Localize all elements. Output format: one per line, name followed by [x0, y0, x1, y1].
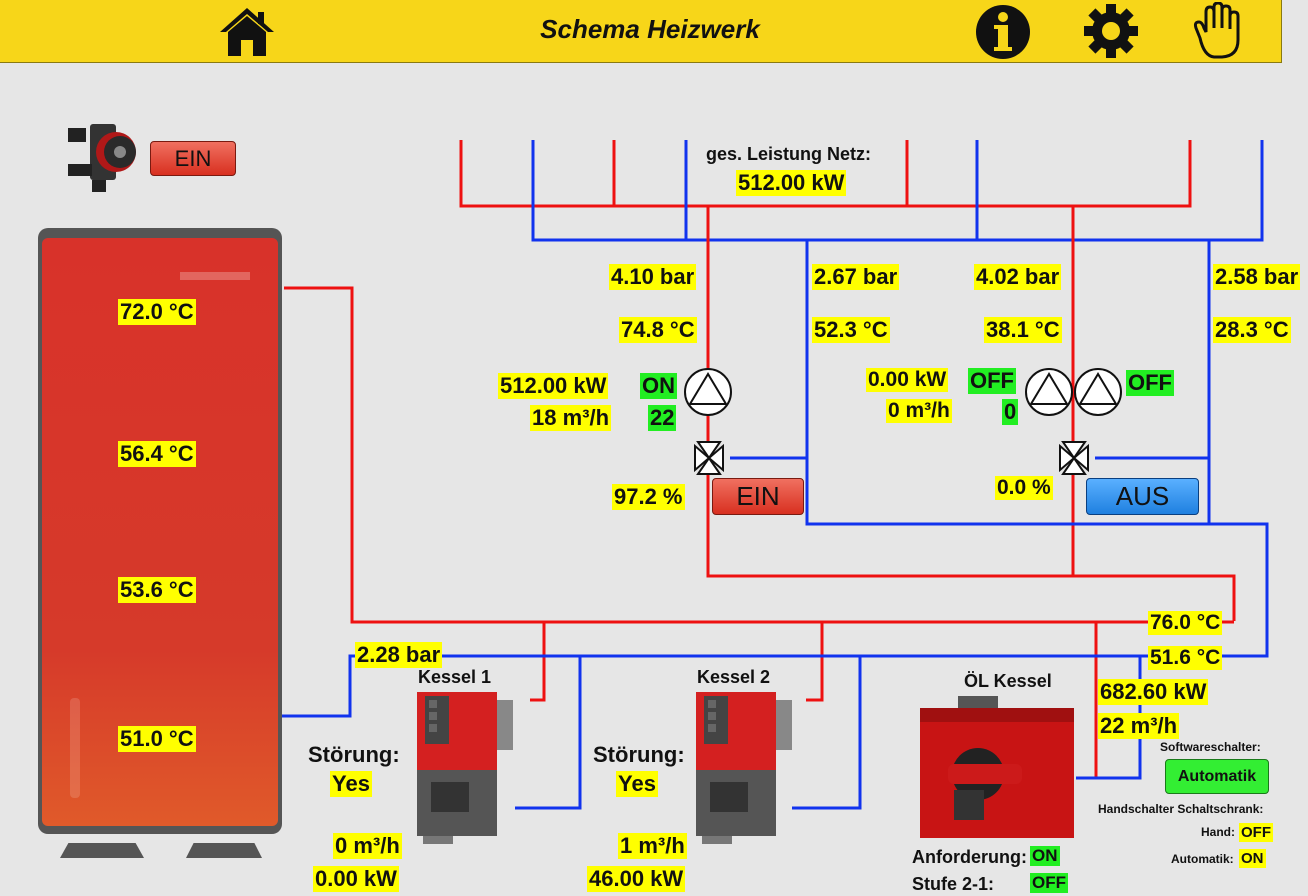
circuit1-power: 512.00 kW [498, 373, 609, 399]
hand-icon[interactable] [1186, 2, 1248, 60]
circuit2-flow: 0 m³/h [886, 399, 952, 423]
circuit1-supply-temp: 74.8 °C [619, 317, 697, 343]
circuit2-supply-pressure: 4.02 bar [974, 264, 1062, 290]
kessel2-flow: 1 m³/h [618, 833, 687, 859]
circuit2-power: 0.00 kW [866, 368, 949, 392]
tank-foot [60, 843, 144, 858]
kessel1-flow: 0 m³/h [333, 833, 402, 859]
tank-temp-top: 72.0 °C [118, 299, 196, 325]
circuit1-mode-button[interactable]: EIN [712, 478, 804, 515]
auto-label: Automatik: [1171, 852, 1234, 866]
oil-boiler-title: ÖL Kessel [964, 671, 1052, 691]
kessel2-fault-label: Störung: [593, 742, 685, 767]
circuit2-return-temp: 28.3 °C [1213, 317, 1291, 343]
tank-pump-button[interactable]: EIN [150, 141, 236, 176]
oil-boiler-image [918, 694, 1076, 840]
main-return-pressure: 2.28 bar [355, 642, 443, 668]
circuit2-pump1-state: OFF [968, 368, 1016, 394]
main-flow: 22 m³/h [1098, 713, 1180, 739]
circuit1-valve-position: 97.2 % [612, 484, 685, 510]
kessel2-title: Kessel 2 [697, 667, 771, 687]
page-title: Schema Heizwerk [540, 14, 760, 44]
main-return-temp: 51.6 °C [1148, 646, 1223, 670]
tank-temp-lower: 53.6 °C [118, 577, 196, 603]
circuit2-pump2-state: OFF [1126, 370, 1174, 396]
main-power: 682.60 kW [1098, 679, 1209, 705]
circuit1-pump-state: ON [640, 373, 677, 399]
tank-temp-upper: 56.4 °C [118, 441, 196, 467]
circulation-pump-icon [64, 120, 148, 194]
kessel1-fault-value: Yes [330, 771, 372, 797]
circuit2-supply-temp: 38.1 °C [984, 317, 1062, 343]
circuit2-return-pressure: 2.58 bar [1213, 264, 1301, 290]
oil-stage-value: OFF [1030, 873, 1068, 893]
oil-stage-label: Stufe 2-1: [912, 874, 995, 894]
hand-label: Hand: [1201, 825, 1235, 839]
kessel2-boiler-image [694, 690, 794, 844]
main-supply-temp: 76.0 °C [1148, 611, 1223, 635]
auto-value: ON [1239, 849, 1266, 868]
software-switch-button[interactable]: Automatik [1165, 759, 1269, 794]
circuit1-return-pressure: 2.67 bar [812, 264, 900, 290]
kessel1-power: 0.00 kW [313, 866, 399, 892]
kessel2-power: 46.00 kW [587, 866, 686, 892]
cabinet-switch-label: Handschalter Schaltschrank: [1098, 802, 1264, 816]
network-power-value: 512.00 kW [736, 170, 847, 196]
kessel1-fault-label: Störung: [308, 742, 400, 767]
circuit1-flow: 18 m³/h [530, 405, 612, 431]
tank-temp-bottom: 51.0 °C [118, 726, 196, 752]
home-icon[interactable] [218, 6, 276, 58]
gear-icon[interactable] [1082, 4, 1140, 58]
oil-request-value: ON [1030, 846, 1060, 866]
hand-value: OFF [1239, 823, 1273, 842]
circuit2-valve-position: 0.0 % [995, 476, 1053, 500]
kessel1-title: Kessel 1 [418, 667, 492, 687]
circuit1-supply-pressure: 4.10 bar [609, 264, 697, 290]
kessel2-fault-value: Yes [616, 771, 658, 797]
header-bar: Schema Heizwerk [0, 0, 1282, 63]
info-icon[interactable] [974, 4, 1032, 60]
tank-foot [186, 843, 262, 858]
circuit1-pump-speed: 22 [648, 405, 677, 431]
kessel1-boiler-image [415, 690, 515, 844]
network-power-label: ges. Leistung Netz: [706, 144, 872, 164]
circuit2-pump-speed: 0 [1002, 399, 1019, 425]
circuit2-mode-button[interactable]: AUS [1086, 478, 1199, 515]
circuit1-return-temp: 52.3 °C [812, 317, 890, 343]
oil-request-label: Anforderung: [912, 847, 1027, 867]
software-switch-label: Softwareschalter: [1160, 740, 1261, 754]
